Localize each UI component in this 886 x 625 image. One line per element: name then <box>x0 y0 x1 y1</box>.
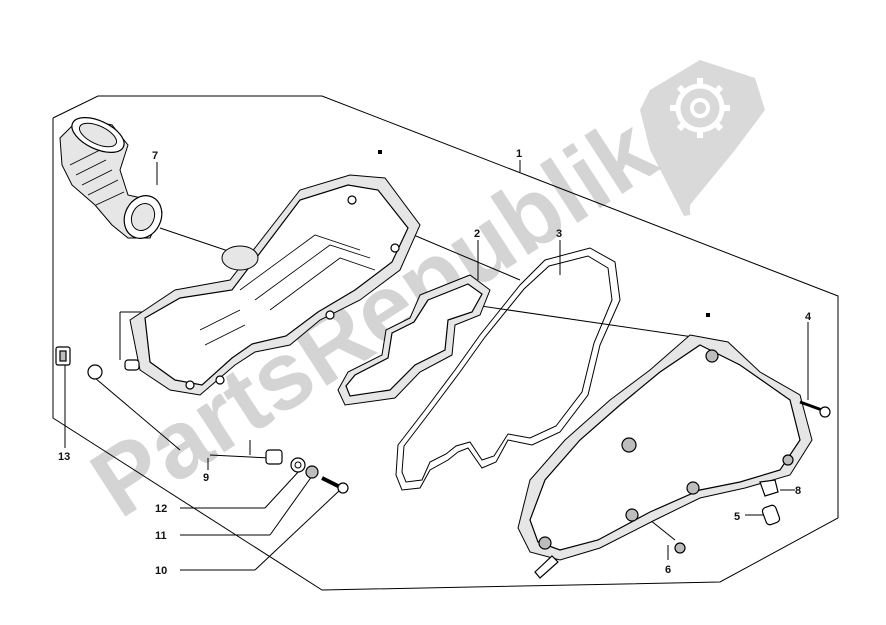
callout-11: 11 <box>155 530 167 542</box>
part-6-screw <box>674 542 686 554</box>
part-4-screw <box>799 400 831 418</box>
callout-8: 8 <box>795 485 801 497</box>
callout-10: 10 <box>155 565 167 577</box>
callout-labels: 1 2 3 4 5 6 7 8 9 10 11 12 13 <box>58 148 812 577</box>
part-1-filter-cover <box>517 334 813 579</box>
part-grommet <box>87 364 103 380</box>
callout-5: 5 <box>734 511 740 523</box>
part-8-clip <box>759 479 779 497</box>
callout-1: 1 <box>516 148 522 160</box>
reference-mark <box>378 150 382 154</box>
callout-9: 9 <box>203 472 209 484</box>
part-12-washer <box>290 457 306 473</box>
part-air-filter-housing <box>124 174 421 396</box>
part-3-gasket <box>395 247 621 491</box>
gear-icon <box>670 78 730 138</box>
callout-3: 3 <box>556 228 562 240</box>
part-9-bolt <box>265 449 283 465</box>
reference-mark <box>706 313 710 317</box>
part-10-screw <box>321 476 349 494</box>
callout-7: 7 <box>152 150 158 162</box>
assembly-frame <box>52 95 839 591</box>
part-13-nut-clip <box>55 346 71 366</box>
part-11-spring-washer <box>305 465 319 479</box>
part-2-filter-element <box>337 274 491 406</box>
callout-2: 2 <box>474 228 480 240</box>
watermark-logo <box>640 60 765 216</box>
callout-13: 13 <box>58 451 70 463</box>
callout-4: 4 <box>805 311 812 323</box>
part-7-intake-duct <box>59 117 163 239</box>
callout-12: 12 <box>155 503 167 515</box>
callout-6: 6 <box>665 564 671 576</box>
part-5-drain-cap <box>761 504 781 526</box>
